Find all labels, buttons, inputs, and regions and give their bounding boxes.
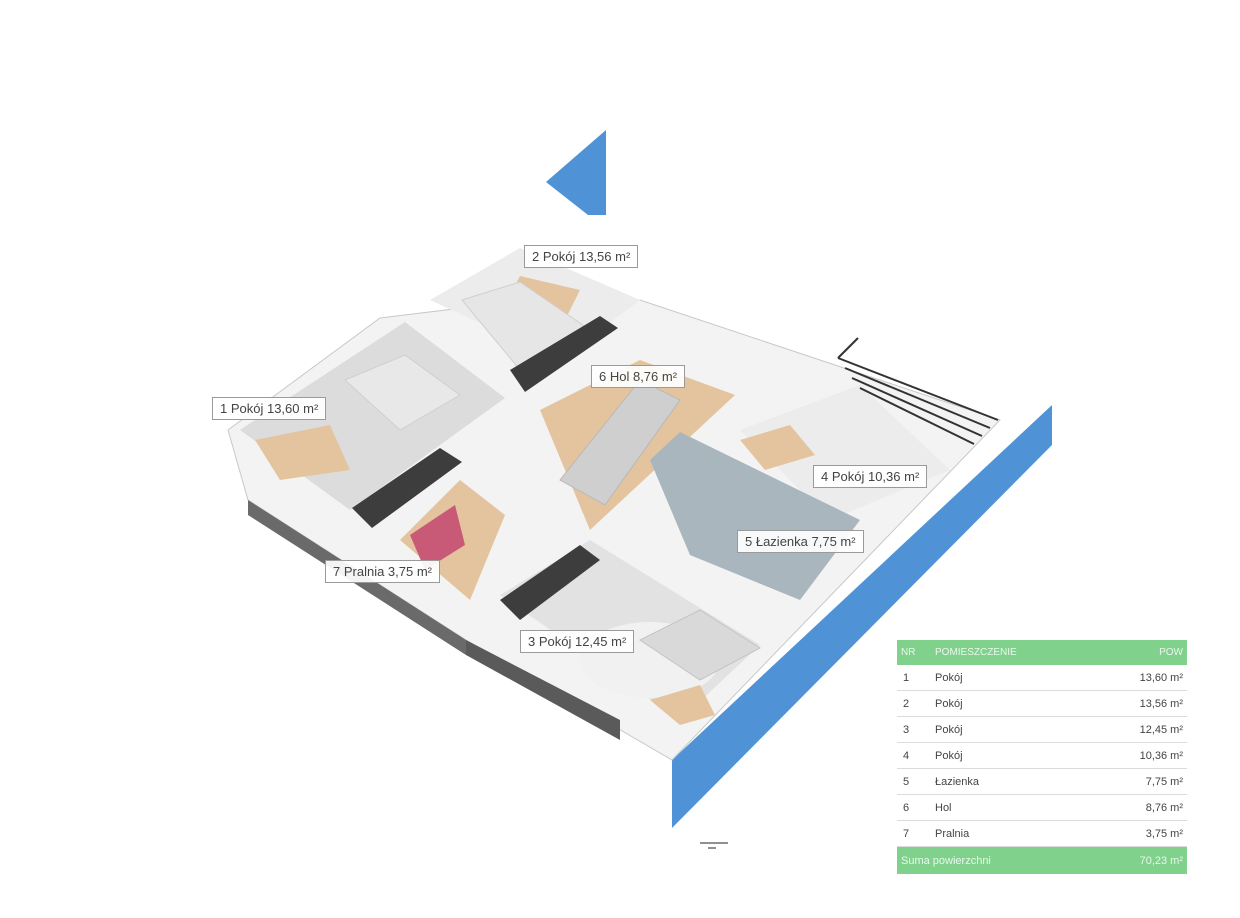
stairs xyxy=(559,379,681,506)
terrace-railing xyxy=(837,337,999,445)
table-row: 4 Pokój 10,36 m² xyxy=(897,742,1187,769)
row-room: Hol xyxy=(931,794,1094,821)
row-nr: 5 xyxy=(897,768,931,795)
table-row: 5 Łazienka 7,75 m² xyxy=(897,768,1187,795)
table-header-row: NR POMIESZCZENIE POW xyxy=(897,640,1187,665)
glass-panel-right xyxy=(672,405,1052,828)
table-row: 3 Pokój 12,45 m² xyxy=(897,716,1187,743)
table-row: 2 Pokój 13,56 m² xyxy=(897,690,1187,717)
header-nr: NR xyxy=(897,640,931,665)
room-label-6: 6 Hol 8,76 m² xyxy=(591,365,686,388)
row-area: 13,56 m² xyxy=(1093,690,1187,717)
row-nr: 7 xyxy=(897,820,931,847)
row-area: 13,60 m² xyxy=(1093,665,1187,691)
row-nr: 1 xyxy=(897,665,931,691)
room-label-5: 5 Łazienka 7,75 m² xyxy=(737,530,864,553)
row-room: Łazienka xyxy=(931,768,1094,795)
header-area: POW xyxy=(1093,640,1187,665)
table-footer-row: Suma powierzchni 70,23 m² xyxy=(897,846,1187,874)
table-row: 7 Pralnia 3,75 m² xyxy=(897,820,1187,847)
room-label-4: 4 Pokój 10,36 m² xyxy=(813,465,928,488)
row-area: 3,75 m² xyxy=(1093,820,1187,847)
header-room: POMIESZCZENIE xyxy=(931,640,1094,665)
room-7-clothes xyxy=(410,505,465,570)
row-area: 7,75 m² xyxy=(1093,768,1187,795)
row-room: Pokój xyxy=(931,665,1094,691)
room-1-bed xyxy=(344,354,461,431)
row-area: 10,36 m² xyxy=(1093,742,1187,769)
row-nr: 4 xyxy=(897,742,931,769)
room-4-wood xyxy=(740,425,815,470)
row-room: Pokój xyxy=(931,690,1094,717)
room-label-7: 7 Pralnia 3,75 m² xyxy=(325,560,440,583)
table-row: 1 Pokój 13,60 m² xyxy=(897,665,1187,691)
row-area: 12,45 m² xyxy=(1093,716,1187,743)
room-3-wardrobe xyxy=(500,545,600,620)
footer-total: 70,23 m² xyxy=(1093,846,1187,874)
footer-label: Suma powierzchni xyxy=(897,846,1094,874)
room-2-wardrobe xyxy=(510,316,618,392)
room-1-wood xyxy=(255,425,350,480)
room-label-3: 3 Pokój 12,45 m² xyxy=(520,630,635,653)
row-area: 8,76 m² xyxy=(1093,794,1187,821)
wall-shadow-bottom xyxy=(466,640,620,740)
row-nr: 6 xyxy=(897,794,931,821)
room-3-bed xyxy=(639,609,761,681)
room-1-wardrobe xyxy=(352,448,462,528)
row-nr: 2 xyxy=(897,690,931,717)
room-label-1: 1 Pokój 13,60 m² xyxy=(212,397,327,420)
room-3-wood xyxy=(650,685,715,725)
row-nr: 3 xyxy=(897,716,931,743)
room-area-table: NR POMIESZCZENIE POW 1 Pokój 13,60 m² 2 … xyxy=(897,640,1187,874)
row-room: Pralnia xyxy=(931,820,1094,847)
row-room: Pokój xyxy=(931,716,1094,743)
room-label-2: 2 Pokój 13,56 m² xyxy=(524,245,639,268)
row-room: Pokój xyxy=(931,742,1094,769)
glass-panel-top xyxy=(546,130,606,215)
bathroom-floor xyxy=(650,432,860,600)
table-row: 6 Hol 8,76 m² xyxy=(897,794,1187,821)
